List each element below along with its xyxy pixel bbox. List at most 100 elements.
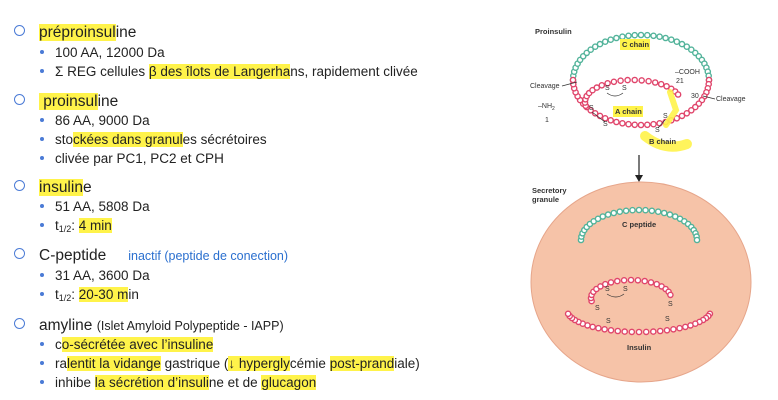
annotation-note: inactif (peptide de conection) [128, 249, 289, 263]
amino-acid-bead [604, 80, 611, 87]
amino-acid-bead [607, 36, 614, 44]
hollow-bullet-icon [14, 318, 25, 329]
nh2-label: –NH2 [538, 103, 555, 112]
amino-acid-bead [620, 276, 628, 284]
bullet-dot-icon [40, 137, 44, 141]
ss-label: S [622, 85, 627, 92]
amino-acid-bead [687, 322, 694, 329]
amino-acid-bead [625, 32, 632, 40]
amino-acid-bead [635, 328, 643, 336]
ss-label: S [663, 113, 668, 120]
amino-acid-bead [569, 76, 577, 84]
text-run: : [71, 287, 79, 302]
amino-acid-bead [593, 84, 601, 91]
highlighted-text: proinsul [39, 93, 98, 110]
highlighted-text: préproinsul [39, 24, 116, 41]
outline-bullet: t1/2: 4 min [40, 217, 112, 238]
text-run: ra [55, 356, 68, 371]
c-peptide-label: C peptide [622, 220, 656, 229]
hollow-bullet-icon [14, 25, 25, 36]
hollow-bullet-icon [14, 94, 25, 105]
diagram-svg: Proinsulin C chain –COOH 21 30 Cleavage … [530, 27, 752, 383]
text-run: 100 AA, 12000 Da [55, 45, 165, 60]
amino-acid-bead [683, 110, 691, 117]
amino-acid-bead [614, 327, 622, 335]
amino-acid-bead [643, 31, 651, 39]
text-run: inhibe [55, 375, 95, 390]
amino-acid-bead [596, 40, 604, 48]
amino-acid-bead [674, 91, 682, 98]
amino-acid-bead [681, 323, 689, 331]
amino-acid-bead [613, 34, 620, 42]
amino-acid-bead [591, 43, 599, 51]
amino-acid-bead [595, 324, 602, 332]
a-chain-label: A chain [615, 107, 642, 116]
amino-acid-bead [678, 40, 686, 48]
amino-acid-bead [660, 209, 668, 217]
amino-acid-bead [613, 118, 620, 126]
outline-heading: proinsuline [14, 92, 118, 112]
amino-acid-bead [663, 326, 671, 334]
a-chain-beads [581, 76, 682, 110]
amino-acid-bead [628, 328, 636, 336]
amino-acid-bead [635, 206, 643, 214]
bullet-dot-icon [40, 292, 44, 296]
amino-acid-bead [601, 115, 609, 122]
outline-heading: insuline [14, 178, 92, 198]
amino-acid-bead [614, 277, 621, 285]
outline-bullet: clivée par PC1, PC2 et CPH [40, 150, 224, 168]
outline-bullet: 51 AA, 5808 Da [40, 198, 150, 216]
cleavage-right-label: Cleavage [716, 96, 746, 103]
ss-label: S [665, 316, 670, 323]
outline-bullet: inhibe la sécrétion d’insuline et de glu… [40, 374, 317, 392]
ss-label: S [589, 105, 594, 112]
text-run: cémie [289, 356, 330, 371]
text-run: clivée par PC1, PC2 et CPH [55, 151, 224, 166]
disulfide-bond [657, 119, 666, 129]
amino-acid-bead [591, 110, 599, 117]
outline-bullet: stockées dans granules sécrétoires [40, 131, 267, 149]
amino-acid-bead [621, 328, 628, 335]
ss-label: S [605, 286, 610, 293]
amino-acid-bead [610, 209, 618, 217]
text-run: 31 AA, 3600 Da [55, 268, 150, 283]
text-run: ne et de [208, 375, 262, 390]
text-run: : [71, 218, 79, 233]
text-run: (Islet Amyloid Polypeptide - IAPP) [96, 319, 284, 333]
ss-label: S [668, 301, 673, 308]
outline-bullet: 86 AA, 9000 Da [40, 112, 150, 130]
disulfide-bond [606, 92, 624, 97]
text-run: gastrique ( [160, 356, 229, 371]
amino-acid-bead [656, 120, 663, 127]
outline-heading: amyline (Islet Amyloid Polypeptide - IAP… [14, 316, 284, 336]
arrow-head-icon [635, 175, 643, 182]
text-run: sto [55, 132, 74, 147]
amino-acid-bead [601, 38, 609, 46]
amino-acid-bead [654, 208, 662, 215]
amino-acid-bead [638, 77, 645, 84]
b-chain-highlight [640, 131, 692, 152]
c-peptide-beads [577, 206, 701, 244]
amino-acid-bead [651, 79, 659, 86]
highlighted-text: 20-30 m [78, 287, 129, 302]
amino-acid-bead [634, 276, 642, 284]
disulfide-bond [606, 293, 625, 298]
highlighted-text: insulin [39, 179, 83, 196]
amino-acid-bead [645, 77, 652, 85]
ss-label: S [595, 305, 600, 312]
amino-acid-bead [604, 211, 612, 218]
hollow-bullet-icon [14, 248, 25, 259]
outline-bullet: 100 AA, 12000 Da [40, 44, 165, 62]
amino-acid-bead [673, 38, 681, 46]
amino-acid-bead [589, 323, 596, 331]
bullet-dot-icon [40, 204, 44, 208]
amino-acid-bead [650, 120, 657, 128]
subscript: 1/2 [58, 224, 72, 234]
text-run: in [128, 287, 139, 302]
amino-acid-bead [631, 121, 638, 129]
insulin-label: Insulin [627, 343, 652, 352]
cleavage-right-pointer [702, 95, 716, 100]
cleavage-left-pointer [561, 81, 578, 87]
c-chain-label: C chain [622, 40, 650, 49]
